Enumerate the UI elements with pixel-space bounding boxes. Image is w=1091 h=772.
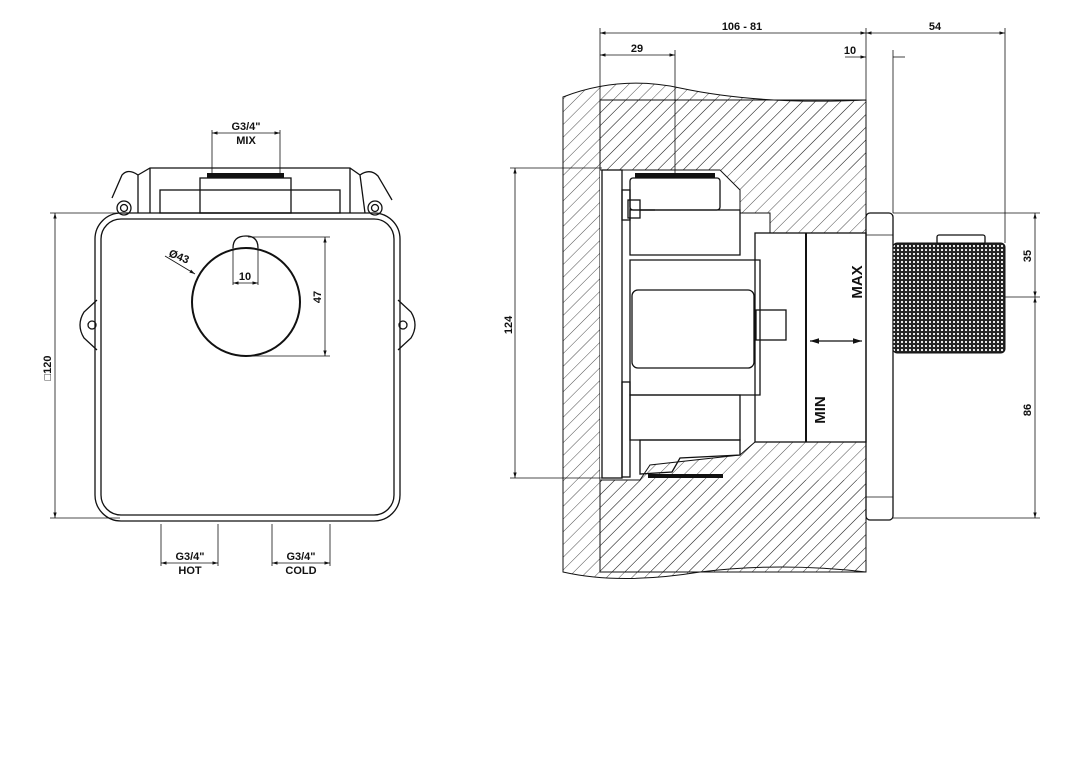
side-view: MAX MIN 106 - 81 54 29 10 124 bbox=[503, 21, 1040, 579]
knurled-knob bbox=[892, 242, 1006, 354]
max-label: MAX bbox=[849, 265, 866, 298]
hot-label: HOT bbox=[178, 565, 202, 577]
cold-thread-label: G3/4" bbox=[286, 551, 315, 563]
notch-width-label: 10 bbox=[239, 271, 251, 283]
front-view: G3/4" MIX 10 47 Ø43 □120 G3/4" bbox=[42, 121, 416, 577]
right-ear bbox=[397, 299, 416, 351]
top-housing bbox=[111, 167, 393, 216]
cartridge-circle bbox=[191, 247, 301, 357]
left-ear bbox=[79, 299, 98, 351]
knob-35-label: 35 bbox=[1022, 250, 1034, 262]
knob-86-label: 86 bbox=[1022, 404, 1034, 416]
mounting-plate bbox=[601, 169, 623, 479]
height-47-label: 47 bbox=[312, 291, 324, 303]
height-124-label: 124 bbox=[503, 315, 515, 334]
min-label: MIN bbox=[812, 396, 829, 424]
diameter-label: Ø43 bbox=[167, 248, 191, 267]
square-size-label: □120 bbox=[42, 356, 54, 381]
cold-label: COLD bbox=[285, 565, 316, 577]
hot-thread-label: G3/4" bbox=[175, 551, 204, 563]
mix-label: MIX bbox=[236, 135, 256, 147]
depth-range-label: 106 - 81 bbox=[722, 21, 762, 33]
cover-flange bbox=[865, 212, 894, 521]
valve-box-outline bbox=[94, 212, 401, 522]
depth-29-label: 29 bbox=[631, 43, 643, 55]
mix-thread-label: G3/4" bbox=[231, 121, 260, 133]
flange-10-label: 10 bbox=[844, 45, 856, 57]
projection-54-label: 54 bbox=[929, 21, 942, 33]
